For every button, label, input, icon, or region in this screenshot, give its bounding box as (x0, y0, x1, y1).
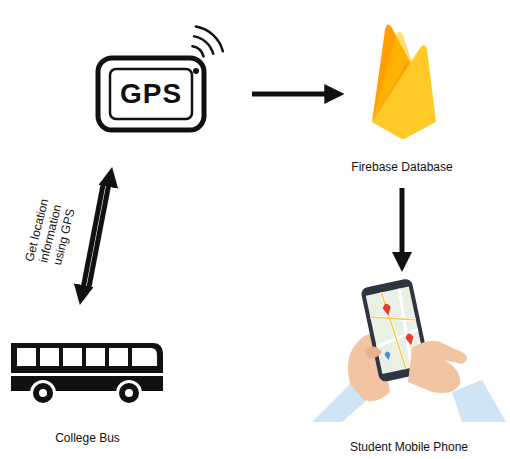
student-mobile-phone-icon (312, 272, 506, 454)
firebase-database: Firebase Database (346, 16, 457, 174)
arrow-shaft (252, 92, 338, 97)
signal-wave (196, 27, 223, 52)
college-bus: College Bus (5, 335, 170, 445)
signal-wave (192, 46, 203, 56)
node-label: GPS (120, 78, 182, 110)
flow-arrow (252, 94, 338, 95)
arrow-shaft (81, 185, 103, 299)
student-mobile-phone: Student Mobile Phone (312, 272, 506, 454)
node-label: Firebase Database (351, 160, 452, 174)
flow-arrow (81, 173, 111, 299)
college-bus-icon (5, 335, 170, 445)
signal-wave (194, 36, 213, 53)
edge-label: Get location information using GPS (21, 188, 81, 280)
node-label: College Bus (55, 431, 120, 445)
node-label: Student Mobile Phone (350, 440, 468, 454)
signal-waves (192, 27, 222, 57)
gps-device: GPS (95, 55, 207, 133)
firebase-database-icon (350, 16, 454, 174)
arrow-shaft (399, 188, 404, 266)
flow-arrow (401, 188, 402, 266)
